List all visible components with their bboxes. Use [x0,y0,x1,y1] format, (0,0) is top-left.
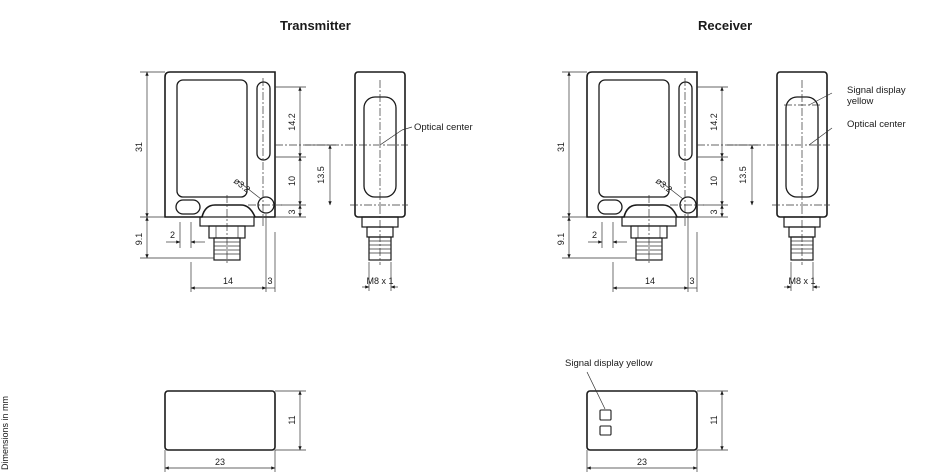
optical-center-label: Optical center [847,119,906,130]
receiver-top-view: Signal display yellow 23 11 [565,358,728,472]
dim-height: 31 [556,142,566,152]
signal-display-label-line1: Signal display [847,85,906,96]
dim-width: 23 [637,457,647,467]
dim-right-margin: 3 [689,276,694,286]
dim-hole-edge: 2 [170,230,175,240]
dim-base-height: 9.1 [134,233,144,246]
dim-depth: 11 [709,415,719,424]
units-note: Dimensions in mm [0,396,10,470]
dim-hole-offset: 3 [287,209,297,214]
dim-hole-offset: 3 [709,209,719,214]
dim-lens-slot: 14.2 [709,113,719,131]
transmitter-title: Transmitter [280,18,351,33]
receiver-side-view: 13.5 M8 x 1 Signal display yellow Optica… [697,72,906,291]
dim-hole-diameter: ø3.2 [654,176,674,195]
dim-depth: 11 [287,415,297,424]
dim-to-hole: 10 [709,176,719,186]
receiver-title: Receiver [698,18,752,33]
dim-hole-spacing: 14 [645,276,655,286]
dim-thread: M8 x 1 [788,276,815,286]
signal-display-label-line2: yellow [847,96,874,107]
dim-base-height: 9.1 [556,233,566,246]
receiver-front-view: 31 9.1 14.2 10 3 ø3.2 2 14 3 [556,72,728,292]
dim-thread: M8 x 1 [366,276,393,286]
dim-lens-slot: 14.2 [287,113,297,131]
dim-right-margin: 3 [267,276,272,286]
transmitter-side-view: 13.5 M8 x 1 Optical center [275,72,473,291]
dim-height: 31 [134,142,144,152]
dim-hole-edge: 2 [592,230,597,240]
dim-hole-spacing: 14 [223,276,233,286]
dim-to-center: 13.5 [316,166,326,184]
transmitter-front-view: 31 9.1 14.2 10 3 ø3.2 2 14 3 [134,72,306,292]
signal-display-full-label: Signal display yellow [565,358,653,369]
dim-to-center: 13.5 [738,166,748,184]
dim-to-hole: 10 [287,176,297,186]
dim-width: 23 [215,457,225,467]
dim-hole-diameter: ø3.2 [232,176,252,195]
optical-center-label: Optical center [414,122,473,133]
transmitter-top-view: 23 11 [165,391,306,472]
